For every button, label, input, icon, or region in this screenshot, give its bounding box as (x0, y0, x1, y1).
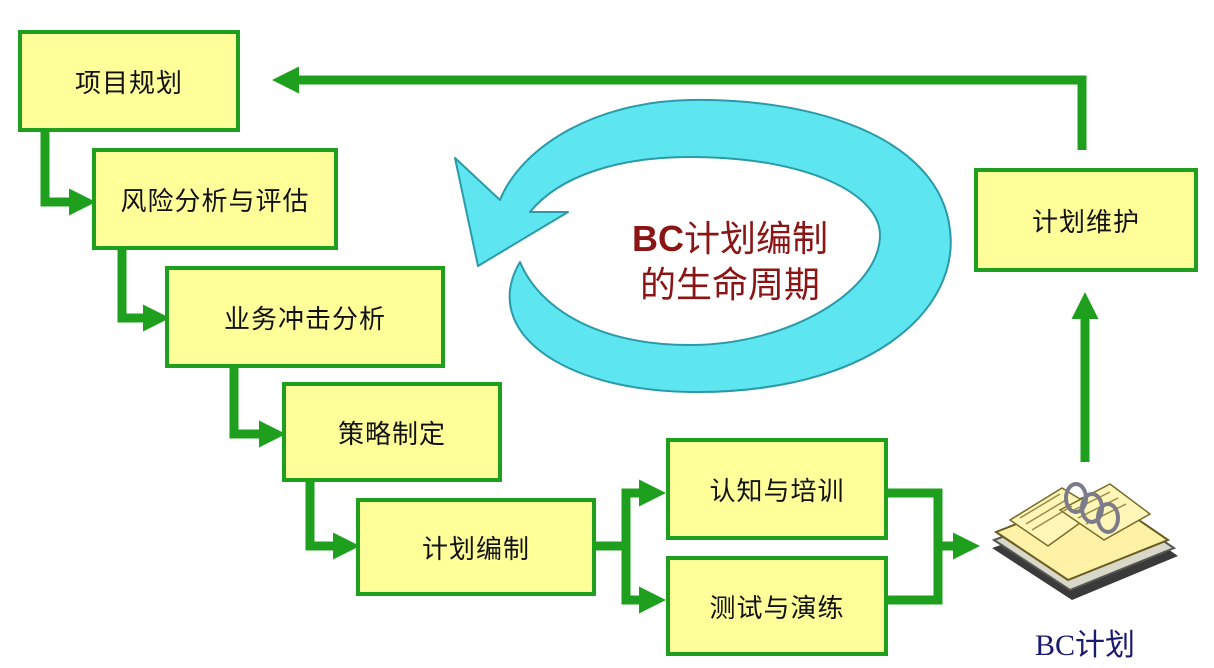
arrow-risk-to-bia (117, 248, 170, 332)
step-label-project-planning: 项目规划 (74, 68, 183, 99)
cycle-caption-prefix: BC (631, 218, 684, 259)
arrow-plan-to-testing (621, 546, 666, 614)
bc-plan-label: BC计划 (1034, 629, 1136, 662)
step-box-testing-drills: 测试与演练 (666, 556, 888, 656)
step-box-strategy: 策略制定 (282, 382, 502, 482)
step-label-testing-drills: 测试与演练 (709, 593, 845, 624)
step-box-project-planning: 项目规划 (18, 30, 240, 132)
cycle-arrow (454, 98, 952, 394)
step-label-bia: 业务冲击分析 (223, 304, 386, 335)
cycle-caption-line1-rest: 计划编制 (683, 219, 828, 260)
step-box-risk-analysis: 风险分析与评估 (92, 148, 338, 250)
step-label-strategy: 策略制定 (337, 419, 446, 450)
step-box-plan-writing: 计划编制 (356, 498, 596, 596)
step-box-awareness-training: 认知与培训 (666, 438, 888, 540)
arrow-bia-to-strategy (229, 366, 286, 448)
step-box-plan-maintenance: 计划维护 (974, 168, 1198, 272)
step-label-awareness-training: 认知与培训 (709, 476, 845, 507)
cycle-caption-line1: BC计划编制 (600, 216, 860, 263)
step-box-bia: 业务冲击分析 (165, 266, 445, 368)
binder-book-icon (991, 482, 1178, 600)
step-label-risk-analysis: 风险分析与评估 (120, 186, 310, 217)
arrow-planning-to-risk (40, 130, 96, 216)
merge-line (886, 488, 943, 605)
step-label-plan-maintenance: 计划维护 (1031, 207, 1140, 238)
step-label-plan-writing: 计划编制 (421, 534, 530, 565)
arrow-plan-to-training (596, 479, 666, 551)
cycle-caption-line2: 的生命周期 (639, 265, 820, 306)
arrow-maintenance-to-planning (272, 66, 1087, 150)
cycle-caption: BC计划编制 的生命周期 (600, 216, 860, 309)
stair-connectors (40, 66, 1099, 614)
arrow-strategy-to-plan (305, 480, 360, 560)
